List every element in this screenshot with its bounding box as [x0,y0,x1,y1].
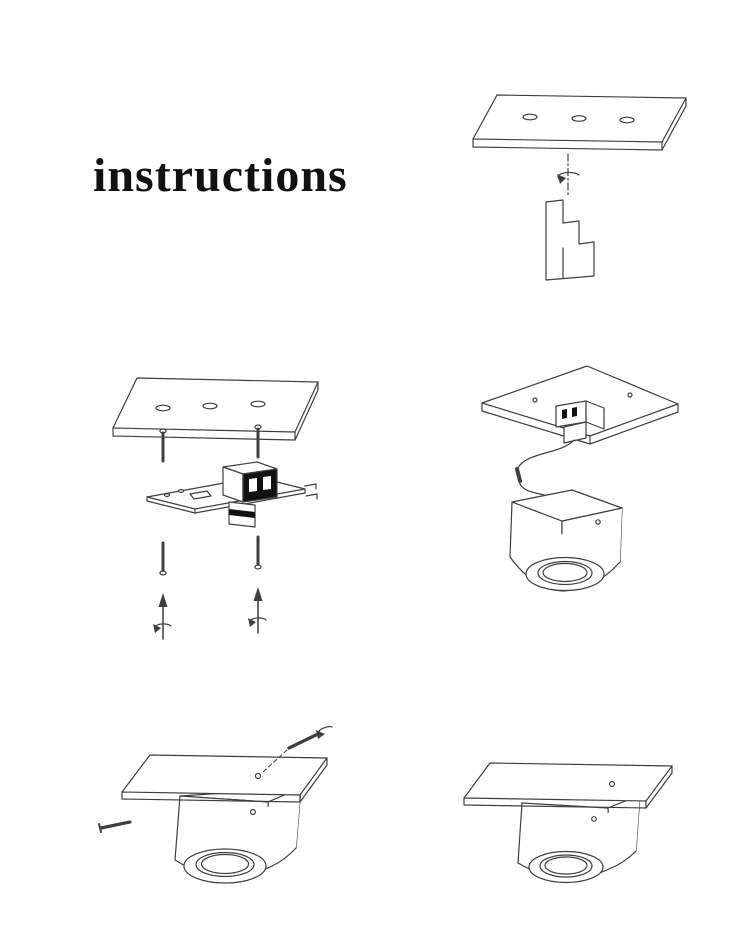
bracket-hole [177,489,185,494]
plate-hole [522,113,538,121]
bracket-tab [305,493,318,500]
mounting-screw-upper-right [254,424,262,459]
body-screw-hole [595,519,601,525]
bracket-slot [189,490,212,500]
mounting-screw-lower-left [159,541,167,576]
plate-screw-hole [254,772,262,780]
spotlight-body [509,489,623,592]
lens [544,856,588,875]
spotlight-body [174,787,302,884]
plate-hole [250,400,266,408]
terminal-slot [249,478,257,492]
stepped-twist-bracket [545,199,595,281]
plate-screw [609,780,616,787]
lens [200,853,250,875]
wire-connector [515,467,522,483]
bracket-hole [163,493,171,498]
connector-block [222,461,278,528]
bracket-tab [304,483,317,490]
plate-hole [571,115,587,122]
page-title: instructions [93,149,348,202]
ceiling-plate [121,754,328,803]
body-screw-hole [591,816,597,822]
figure-step-3 [450,350,690,635]
plate-hole [155,404,171,412]
screw-up-arrow-right [248,587,267,634]
rotation-arrow-icon [557,153,580,197]
ceiling-plate [112,377,319,441]
lens [542,562,588,583]
terminal-slot [562,409,567,419]
fixing-screw-with-rotation [262,725,333,773]
ceiling-plate [463,762,673,809]
ceiling-plate [481,365,679,445]
figure-step-2 [95,355,345,645]
figure-step-1 [440,80,700,290]
plate-screw [627,392,633,398]
ceiling-plate [472,94,687,151]
screw-up-arrow-left [153,593,172,640]
mounting-screw-upper-left [159,428,167,463]
plate-hole [619,116,635,124]
plate-screw [532,397,538,403]
figure-step-5 [450,735,690,900]
mounting-screw-lower-right [254,535,262,570]
side-fixing-screw [98,820,132,833]
terminal-slot [572,407,577,417]
plate-hole [202,402,218,410]
body-screw-hole [250,808,257,815]
terminal-slot [263,476,271,490]
figure-step-4 [85,710,345,900]
spotlight-body [517,794,641,884]
mounted-bracket [555,400,605,444]
